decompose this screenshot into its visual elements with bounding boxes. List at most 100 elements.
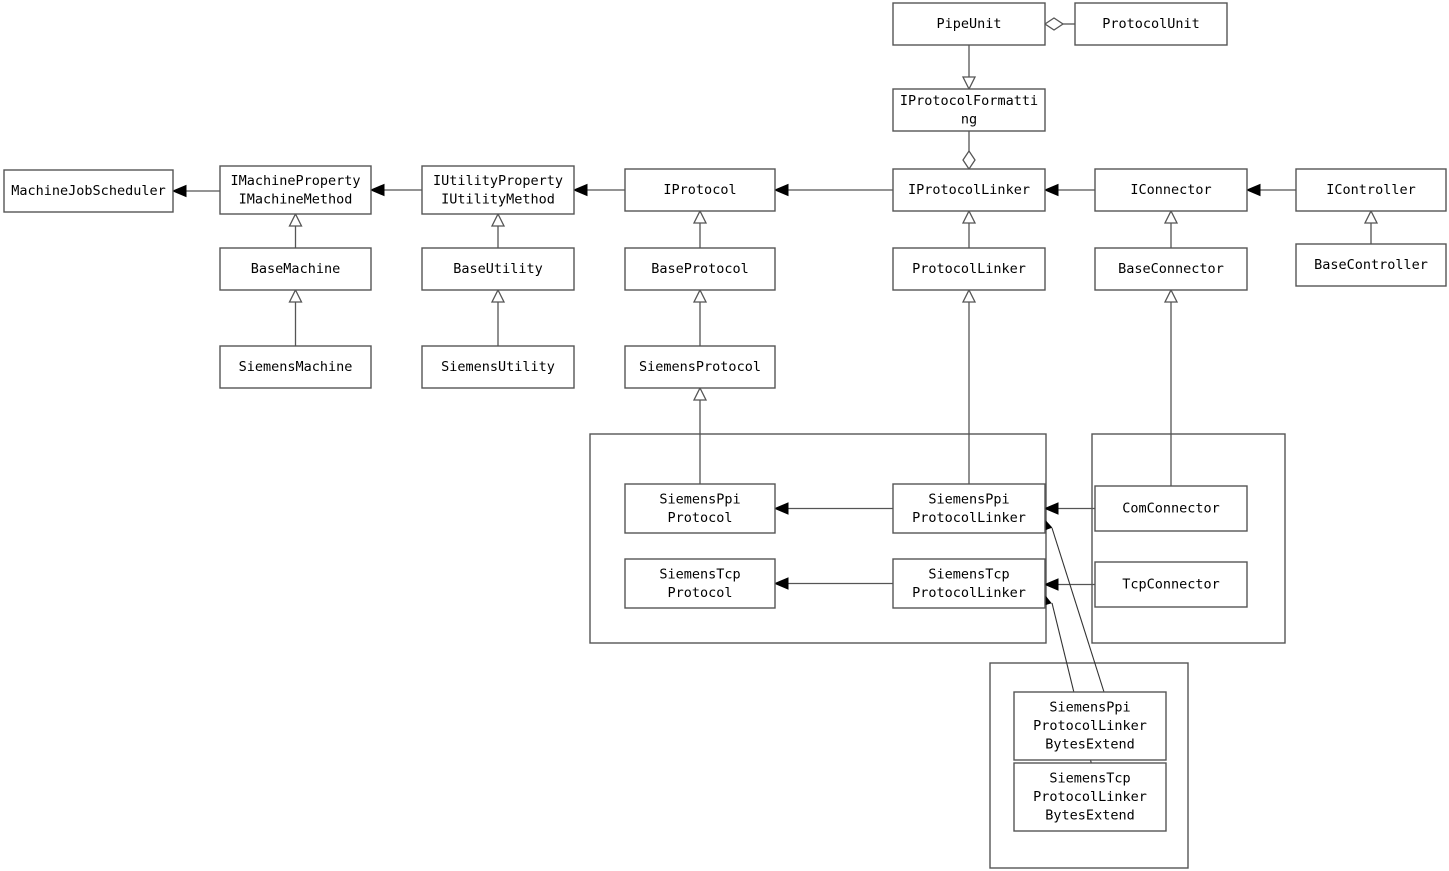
class-box[interactable]: [624, 345, 776, 389]
class-box[interactable]: [892, 483, 1046, 534]
class-box[interactable]: [421, 247, 575, 291]
class-label-line: ProtocolLinker: [912, 585, 1026, 601]
class-box[interactable]: [219, 247, 372, 291]
class-node-BaseUtility[interactable]: BaseUtility: [421, 247, 575, 291]
class-label: IProtocol: [663, 182, 736, 198]
class-label-line: IMachineProperty: [230, 173, 360, 189]
class-box[interactable]: [892, 247, 1046, 291]
arrowhead-hollow-triangle: [1163, 288, 1179, 303]
arrowhead-hollow-triangle: [1163, 209, 1179, 224]
edge-BaseMachine-to-IMachineProperty: [288, 212, 303, 248]
class-node-BaseMachine[interactable]: BaseMachine: [219, 247, 372, 291]
class-node-SiemensMachine[interactable]: SiemensMachine: [219, 345, 372, 389]
class-box[interactable]: [1094, 561, 1248, 608]
class-box[interactable]: [1295, 168, 1447, 212]
class-box[interactable]: [624, 247, 776, 291]
class-label: SiemensMachine: [239, 359, 353, 375]
class-label-line: SiemensPpi: [659, 491, 740, 507]
class-label-line: SiemensTcp: [659, 566, 740, 582]
class-box[interactable]: [421, 165, 575, 215]
class-box[interactable]: [1013, 762, 1167, 832]
class-label-line: IController: [1326, 182, 1415, 198]
aggregation-diamond: [962, 149, 976, 171]
edge-IProtocolFormatting-to-IProtocolLinker: [962, 131, 976, 171]
class-node-BaseController[interactable]: BaseController: [1295, 243, 1447, 287]
class-node-BaseProtocol[interactable]: BaseProtocol: [624, 247, 776, 291]
class-box[interactable]: [1013, 691, 1167, 761]
edge-SiemensTcpProtocolLinker-to-SiemensTcpProtocol: [773, 577, 893, 590]
edge-IMachineProperty-to-MachineJobScheduler: [171, 184, 220, 198]
class-node-PipeUnit[interactable]: PipeUnit: [892, 2, 1046, 46]
arrowhead-hollow-triangle: [1363, 209, 1379, 224]
class-label-line: IProtocolFormatti: [900, 93, 1038, 109]
class-box[interactable]: [1094, 168, 1248, 212]
class-box[interactable]: [219, 165, 372, 215]
class-label-line: SiemensPpi: [928, 491, 1009, 507]
class-label-line: BaseUtility: [453, 261, 542, 277]
class-node-TcpConnector[interactable]: TcpConnector: [1094, 561, 1248, 608]
class-label-line: BytesExtend: [1045, 808, 1134, 824]
class-box[interactable]: [624, 483, 776, 534]
class-box[interactable]: [3, 169, 174, 213]
class-node-IProtocolLinker[interactable]: IProtocolLinker: [892, 168, 1046, 212]
class-box[interactable]: [219, 345, 372, 389]
class-label: ComConnector: [1122, 501, 1220, 517]
class-box[interactable]: [892, 168, 1046, 212]
class-box[interactable]: [624, 168, 776, 212]
class-label-line: ProtocolLinker: [912, 510, 1026, 526]
class-label-line: IConnector: [1130, 182, 1211, 198]
class-label-line: IMachineMethod: [239, 191, 353, 207]
class-label-line: IUtilityProperty: [433, 173, 563, 189]
class-box[interactable]: [421, 345, 575, 389]
edge-ProtocolLinker-to-IProtocolLinker: [961, 209, 977, 248]
class-node-ProtocolLinker[interactable]: ProtocolLinker: [892, 247, 1046, 291]
class-node-SiemensProtocol[interactable]: SiemensProtocol: [624, 345, 776, 389]
class-label-line: SiemensUtility: [441, 359, 555, 375]
class-node-IConnector[interactable]: IConnector: [1094, 168, 1248, 212]
class-label: IConnector: [1130, 182, 1211, 198]
class-box[interactable]: [892, 558, 1046, 609]
class-node-ComConnector[interactable]: ComConnector: [1094, 485, 1248, 532]
class-node-MachineJobScheduler[interactable]: MachineJobScheduler: [3, 169, 174, 213]
class-box[interactable]: [624, 558, 776, 609]
class-node-IProtocol[interactable]: IProtocol: [624, 168, 776, 212]
class-node-ProtocolUnit[interactable]: ProtocolUnit: [1074, 2, 1228, 46]
class-label-line: TcpConnector: [1122, 577, 1220, 593]
class-node-IController[interactable]: IController: [1295, 168, 1447, 212]
class-box[interactable]: [892, 2, 1046, 46]
class-label-line: BaseProtocol: [651, 261, 749, 277]
edge-BaseProtocol-to-IProtocol: [692, 209, 708, 248]
arrowhead-hollow-triangle: [490, 288, 506, 303]
class-box[interactable]: [1094, 485, 1248, 532]
class-label-line: ProtocolLinker: [1033, 718, 1147, 734]
class-node-BaseConnector[interactable]: BaseConnector: [1094, 247, 1248, 291]
class-label-line: BaseController: [1314, 257, 1428, 273]
edge-SiemensPpiProtocol-to-SiemensProtocol: [692, 386, 708, 484]
arrowhead-solid: [773, 183, 789, 197]
arrowhead-solid: [572, 183, 588, 197]
class-label-line: IUtilityMethod: [441, 191, 555, 207]
class-label-line: ProtocolUnit: [1102, 16, 1200, 32]
class-node-SiemensUtility[interactable]: SiemensUtility: [421, 345, 575, 389]
class-label: BaseProtocol: [651, 261, 749, 277]
class-box[interactable]: [892, 88, 1046, 132]
class-label-line: IProtocol: [663, 182, 736, 198]
class-label: SiemensUtility: [441, 359, 555, 375]
class-label: MachineJobScheduler: [11, 183, 165, 199]
class-box[interactable]: [1074, 2, 1228, 46]
class-box[interactable]: [1094, 247, 1248, 291]
class-box[interactable]: [1295, 243, 1447, 287]
